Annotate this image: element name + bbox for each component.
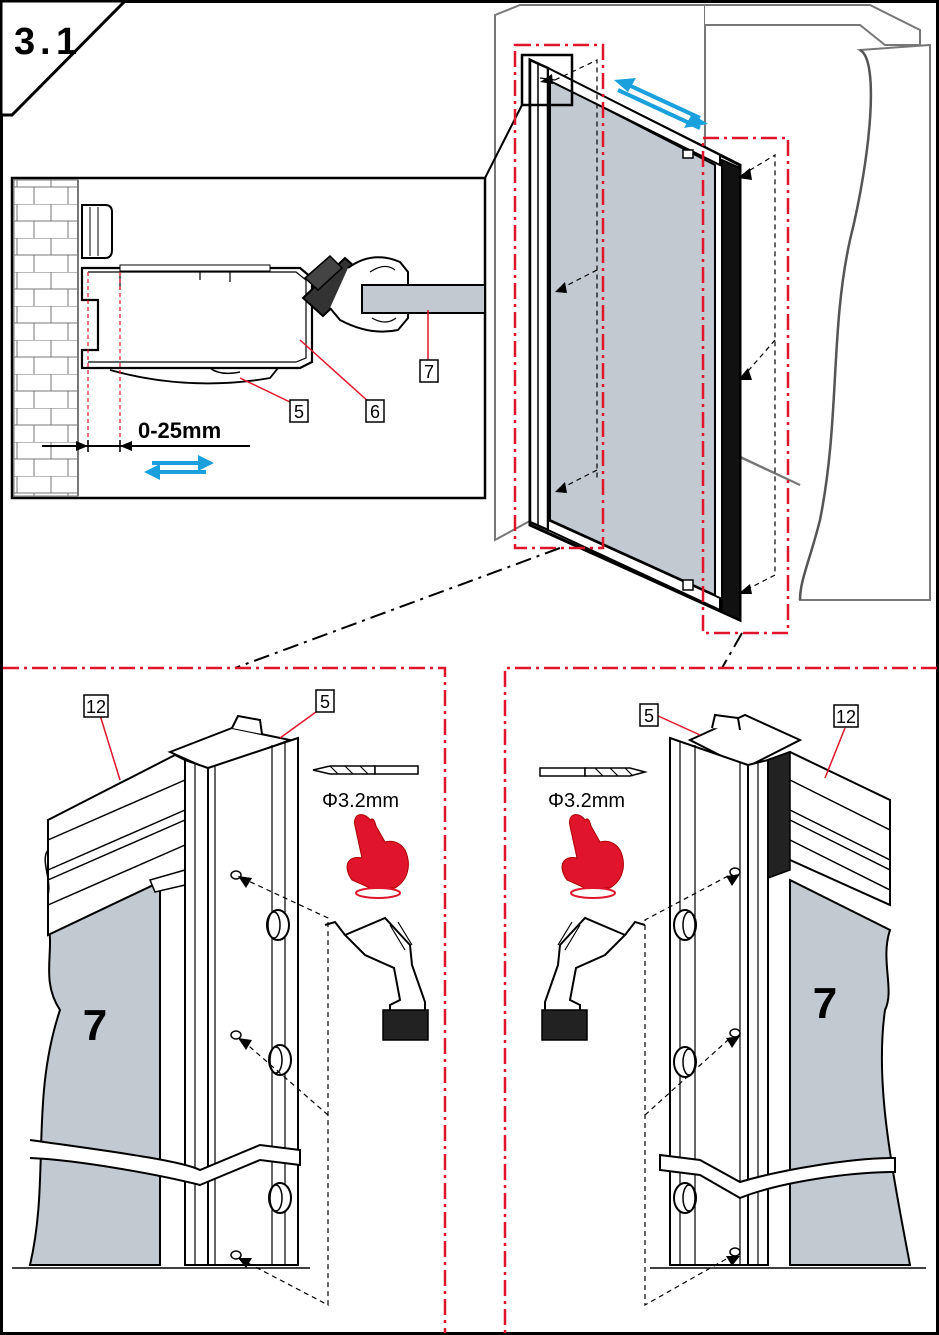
wall-plug-icon xyxy=(673,1046,697,1078)
screw-icon xyxy=(729,1247,741,1257)
left-rail-label: 12 xyxy=(86,697,106,717)
right-rail-label: 12 xyxy=(836,707,856,727)
magnifier-box xyxy=(520,53,574,107)
callout-5: 5 xyxy=(294,402,304,422)
callout-7: 7 xyxy=(424,362,434,382)
guide-box-right xyxy=(701,136,790,635)
detail-cross-section: 5 6 7 0-25mm xyxy=(10,176,487,500)
glass-pane-section xyxy=(361,284,486,314)
screw-icon xyxy=(230,1250,242,1260)
wall-plug-icon xyxy=(266,909,290,941)
glass-label-7: 7 xyxy=(83,1001,107,1050)
drill-bit-icon xyxy=(312,765,419,775)
left-drill-size: Φ3.2mm xyxy=(322,790,399,812)
wall-plug-icon xyxy=(81,204,113,259)
wall-plug-icon xyxy=(673,909,697,941)
step-sub: 1 xyxy=(56,21,77,63)
step-number: 3 xyxy=(14,21,35,63)
left-panel: 7 12 5 xyxy=(12,689,429,1306)
callout-6: 6 xyxy=(370,402,380,422)
drill-bit-icon xyxy=(539,767,648,777)
guide-box-left xyxy=(513,43,605,550)
double-arrow-icon xyxy=(144,455,214,480)
right-panel: 7 5 12 xyxy=(539,703,926,1307)
hand-push-icon xyxy=(561,814,624,899)
glass-label-7: 7 xyxy=(813,979,837,1028)
hand-push-icon xyxy=(346,814,409,899)
step-separator: . xyxy=(40,21,51,63)
drill-icon xyxy=(324,916,429,1041)
step-badge: 3 . 1 xyxy=(0,0,129,117)
right-drill-size: Φ3.2mm xyxy=(548,790,625,812)
overview-scene xyxy=(484,4,931,635)
screw-icon xyxy=(729,1028,741,1038)
wall-plug-icon xyxy=(673,1182,697,1214)
wall-plug-icon xyxy=(268,1182,292,1214)
right-profile-label: 5 xyxy=(644,706,654,726)
left-profile-label: 5 xyxy=(320,692,330,712)
wall-plug-icon xyxy=(268,1044,292,1076)
screw-icon xyxy=(230,870,242,880)
screw-icon xyxy=(230,1030,242,1040)
double-arrow-icon xyxy=(614,78,708,130)
gap-dimension: 0-25mm xyxy=(42,418,250,452)
drill-icon xyxy=(541,916,646,1041)
gap-label: 0-25mm xyxy=(138,418,221,443)
